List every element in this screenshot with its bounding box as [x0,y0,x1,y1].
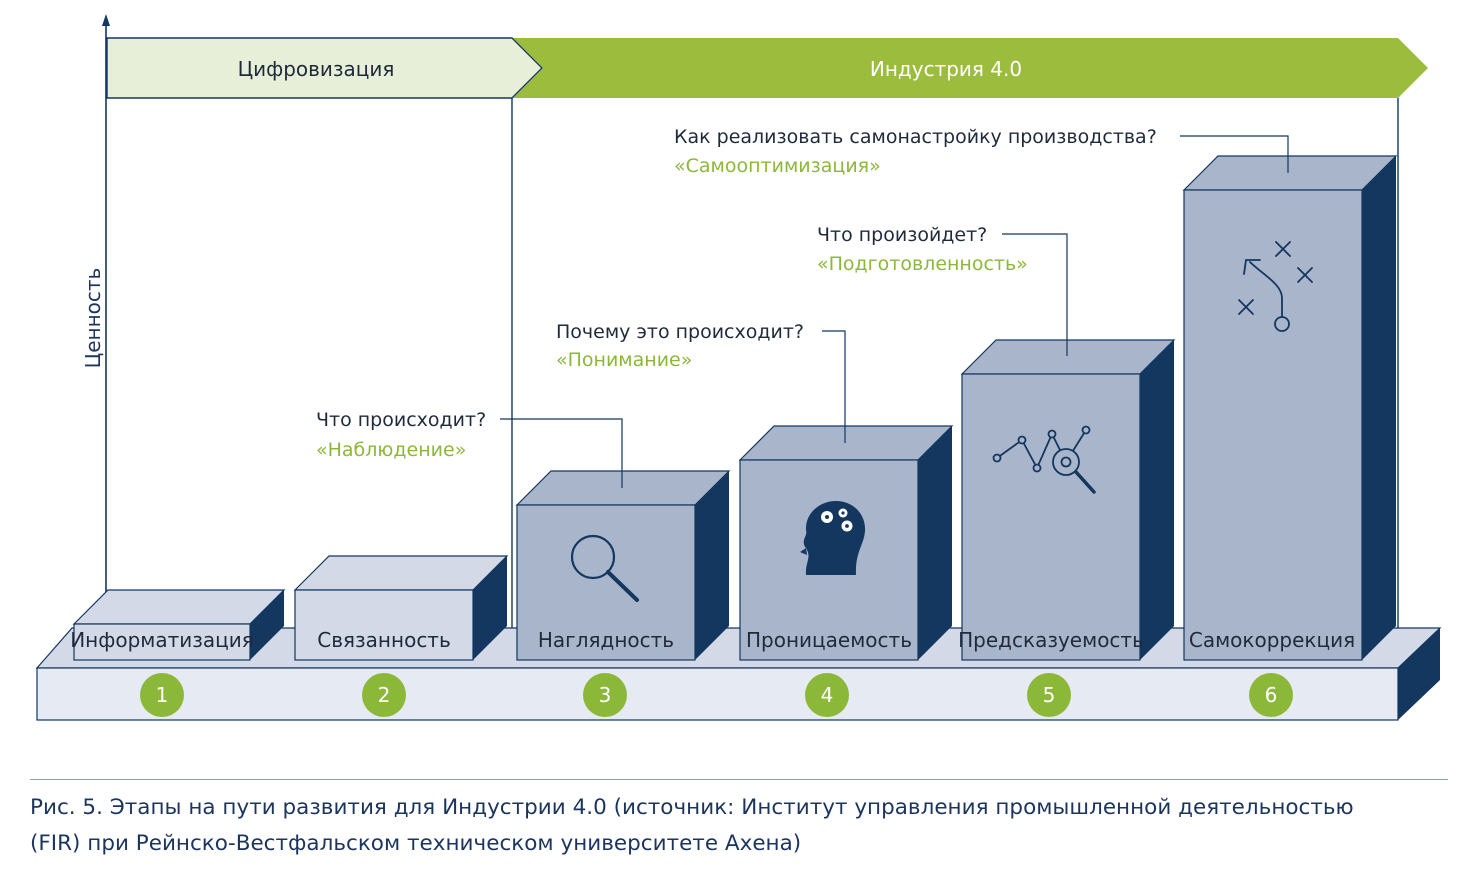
stage-block-1 [72,589,286,661]
stage-badge-5: 5 [1027,673,1071,717]
keyword-preparedness: «Подготовленность» [817,253,1028,275]
leader-line-understanding [822,330,846,443]
question-understanding: Почему это происходит? [556,321,804,343]
trend-search-icon [992,425,1096,494]
phase-label-digitalization: Цифровизация [238,57,395,81]
head-gears-icon [800,501,866,575]
leader-line-self-optimization [1180,135,1289,173]
stage-badge-4: 4 [805,673,849,717]
stage-label-3: Наглядность [538,628,674,652]
stage-block-3 [515,470,731,661]
leader-line-preparedness [1002,233,1068,356]
stage-label-1: Информатизация [70,628,254,652]
stage-number-3: 3 [599,683,612,707]
strategy-play-icon [1238,241,1313,332]
phase-label-industry40: Индустрия 4.0 [870,57,1022,81]
stage-badge-2: 2 [362,673,406,717]
axis-label-value: Ценность [81,268,105,369]
stage-badge-1: 1 [140,673,184,717]
keyword-understanding: «Понимание» [556,349,692,371]
stage-number-4: 4 [821,683,834,707]
value-axis [102,14,110,592]
leader-line-observation [500,418,623,488]
stage-number-6: 6 [1265,683,1278,707]
phase-banner-industry40: Индустрия 4.0 [513,38,1428,98]
caption-line-1: Рис. 5. Этапы на пути развития для Индус… [30,795,1354,820]
stage-block-6 [1182,155,1398,661]
phase-banner-digitalization: Цифровизация [106,37,543,99]
keyword-observation: «Наблюдение» [316,439,466,461]
stage-badge-6: 6 [1249,673,1293,717]
stage-number-2: 2 [378,683,391,707]
figure-caption: Рис. 5. Этапы на пути развития для Индус… [30,790,1450,862]
stage-badge-3: 3 [583,673,627,717]
caption-line-2: (FIR) при Рейнско-Вестфальском техническ… [30,831,802,856]
question-observation: Что происходит? [316,409,486,431]
question-self-optimization: Как реализовать самонастройку производст… [674,126,1157,148]
stage-label-6: Самокоррекция [1189,628,1355,652]
stage-label-4: Проницаемость [746,628,912,652]
caption-divider [30,779,1448,780]
question-preparedness: Что произойдет? [817,224,987,246]
magnifier-icon [570,534,639,602]
stage-block-5 [960,339,1176,661]
stage-number-1: 1 [156,683,169,707]
stage-label-5: Предсказуемость [958,628,1144,652]
keyword-self-optimization: «Самооптимизация» [674,155,881,177]
stage-block-2 [293,555,509,661]
stage-number-5: 5 [1043,683,1056,707]
stage-label-2: Связанность [317,628,451,652]
